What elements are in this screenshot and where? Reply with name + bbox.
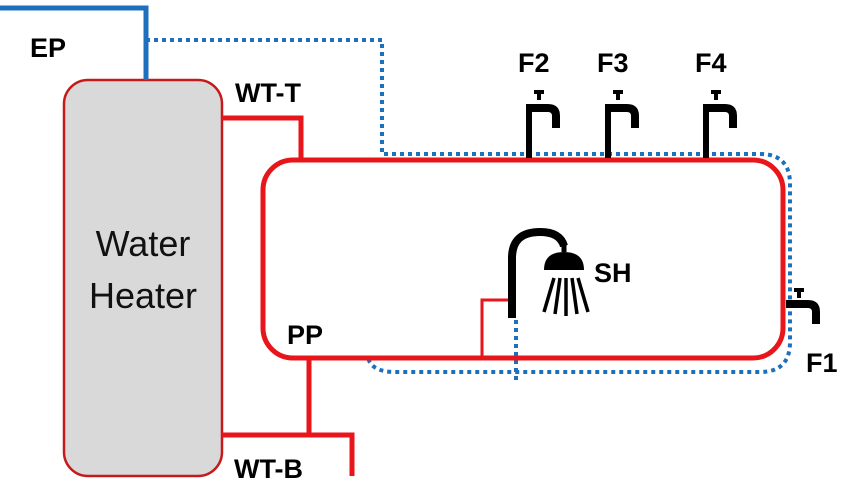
hot-water-loop bbox=[260, 157, 786, 361]
label-f2: F2 bbox=[518, 48, 550, 78]
faucet-f2-icon bbox=[526, 90, 560, 130]
heater-label-line1: Water bbox=[96, 223, 191, 264]
heater-label-line2: Heater bbox=[89, 275, 197, 316]
wt-b-pipe bbox=[222, 432, 355, 476]
label-wt-t: WT-T bbox=[235, 78, 301, 108]
shower-branch-pipe bbox=[480, 298, 516, 358]
wt-t-pipe bbox=[222, 115, 304, 160]
shower-icon bbox=[508, 227, 590, 318]
label-sh: SH bbox=[594, 258, 632, 288]
faucet-f1-icon bbox=[786, 288, 820, 324]
faucet-f4-icon bbox=[703, 90, 737, 130]
label-f3: F3 bbox=[597, 48, 629, 78]
label-ep: EP bbox=[30, 33, 66, 63]
label-f4: F4 bbox=[695, 48, 727, 78]
faucet-f3-icon bbox=[605, 90, 639, 130]
return-line-dotted bbox=[146, 38, 792, 374]
label-wt-b: WT-B bbox=[234, 454, 303, 484]
label-f1: F1 bbox=[806, 348, 838, 378]
water-heater-tank bbox=[62, 78, 224, 478]
ep-supply-line bbox=[0, 5, 149, 80]
label-pp: PP bbox=[287, 320, 323, 350]
